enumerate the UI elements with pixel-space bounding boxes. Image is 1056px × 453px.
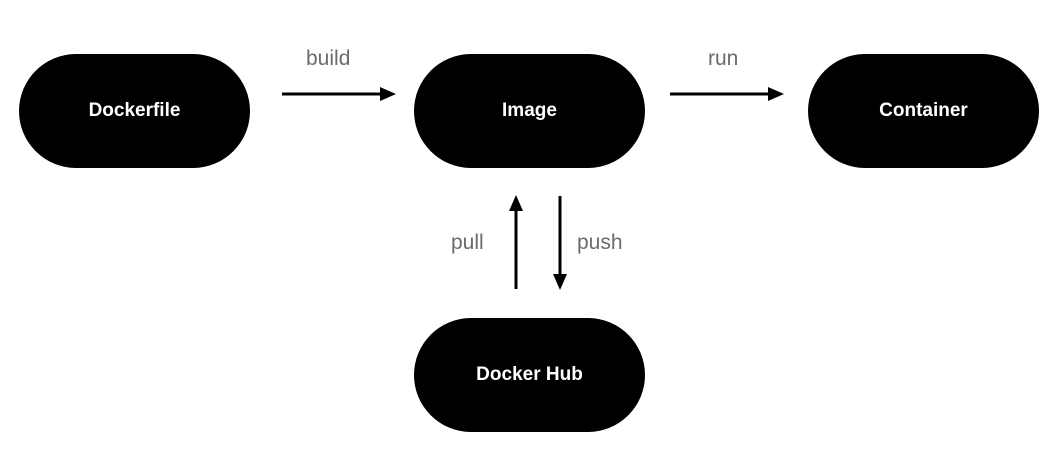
dockerfile-node: Dockerfile — [19, 54, 250, 168]
dockerfile-label: Dockerfile — [88, 100, 181, 121]
docker-hub-label: Docker Hub — [476, 364, 583, 385]
build-arrow — [282, 87, 396, 101]
push-edge-label: push — [577, 231, 623, 254]
pull-edge-label: pull — [451, 231, 484, 254]
container-node: Container — [808, 54, 1039, 168]
container-label: Container — [879, 100, 968, 121]
push-arrow — [553, 196, 567, 290]
image-node: Image — [414, 54, 645, 168]
image-label: Image — [502, 100, 557, 121]
run-edge-label: run — [708, 47, 739, 70]
build-edge-label: build — [306, 47, 351, 70]
pull-arrow — [509, 195, 523, 289]
run-arrow — [670, 87, 784, 101]
docker-hub-node: Docker Hub — [414, 318, 645, 432]
